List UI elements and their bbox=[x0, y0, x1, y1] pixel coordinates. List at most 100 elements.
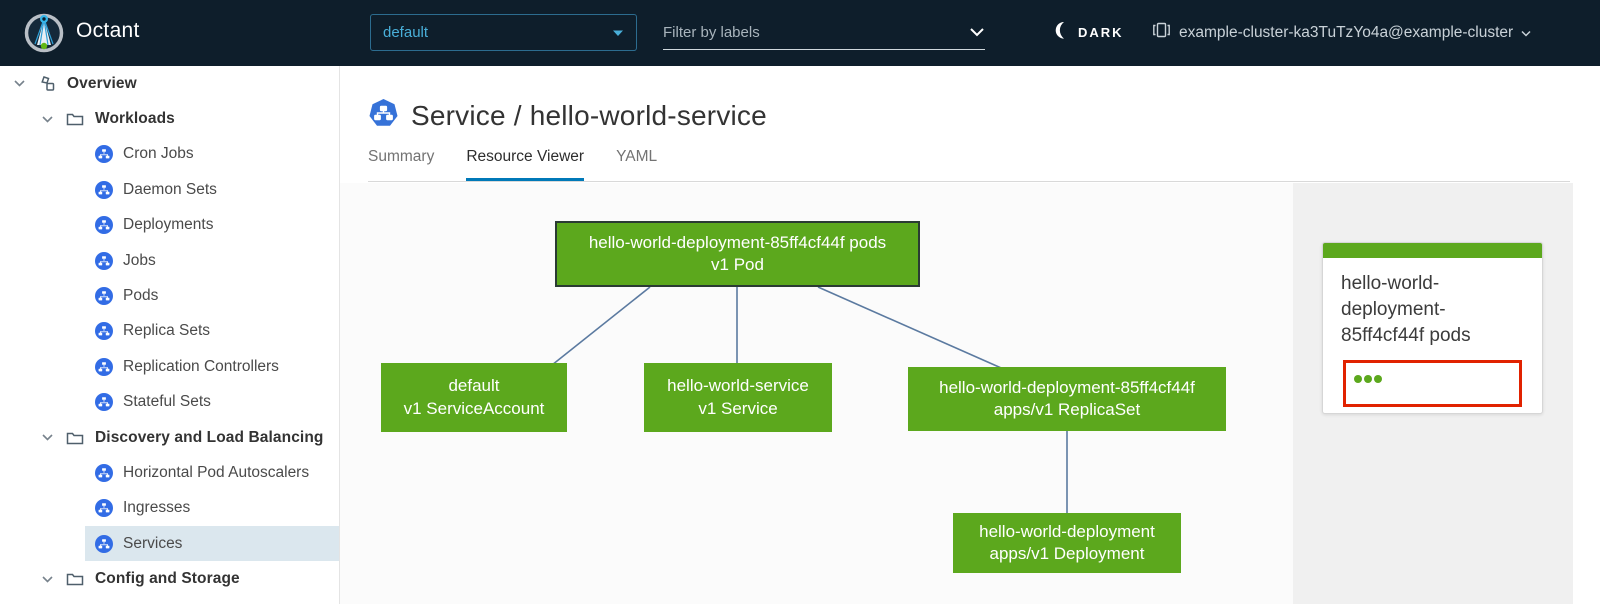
sidebar-item-label: Config and Storage bbox=[95, 570, 240, 588]
sidebar-item-label: Deployments bbox=[123, 216, 214, 234]
app-header: Octant default DARK example-cluster-ka3T… bbox=[0, 0, 1600, 66]
chevron-down-icon[interactable] bbox=[40, 112, 55, 127]
stateful-sets-icon bbox=[95, 393, 113, 412]
graph-node-label: hello-world-deployment-85ff4cf44f pods bbox=[588, 232, 887, 252]
graph-node-replicaset[interactable]: hello-world-deployment-85ff4cf44f apps/v1… bbox=[908, 367, 1226, 431]
jobs-icon bbox=[95, 251, 113, 270]
graph-node-label: apps/v1 Deployment bbox=[989, 544, 1145, 563]
pod-status-box[interactable] bbox=[1343, 359, 1522, 407]
sidebar-item-pods[interactable]: Pods bbox=[0, 278, 339, 313]
sidebar-item-config-and-storage[interactable]: Config and Storage bbox=[0, 561, 339, 596]
overview-icon bbox=[37, 74, 57, 94]
sidebar-item-overview[interactable]: Overview bbox=[0, 66, 339, 101]
tab-summary[interactable]: Summary bbox=[368, 148, 435, 165]
sidebar-item-label: Workloads bbox=[95, 110, 175, 128]
status-ok-bar bbox=[1323, 243, 1542, 258]
theme-toggle[interactable]: DARK bbox=[1052, 20, 1124, 45]
sidebar-item-ingresses[interactable]: Ingresses bbox=[0, 491, 339, 526]
sidebar-item-label: Pods bbox=[123, 287, 159, 305]
resource-viewer-graph: hello-world-deployment-85ff4cf44f pods v1… bbox=[340, 183, 1293, 604]
sidebar-item-label: Horizontal Pod Autoscalers bbox=[123, 463, 310, 481]
pod-ok-dot bbox=[1354, 374, 1362, 383]
folder-icon bbox=[65, 109, 85, 129]
namespace-selected-value: default bbox=[383, 24, 429, 41]
graph-node-label: apps/v1 ReplicaSet bbox=[993, 400, 1141, 419]
tab-bar: Summary Resource Viewer YAML bbox=[368, 148, 657, 181]
cluster-name: example-cluster-ka3TuTzYo4a@example-clus… bbox=[1179, 23, 1514, 41]
namespace-select[interactable]: default bbox=[370, 14, 637, 51]
sidebar-item-discovery-and-load-balancing[interactable]: Discovery and Load Balancing bbox=[0, 420, 339, 455]
label-filter-input[interactable] bbox=[663, 24, 969, 41]
pod-ok-dot bbox=[1374, 374, 1382, 383]
chevron-down-icon[interactable] bbox=[40, 572, 55, 587]
sidebar-item-services[interactable]: Services bbox=[0, 526, 339, 562]
cluster-icon bbox=[1152, 20, 1171, 45]
pod-ok-dot bbox=[1364, 374, 1372, 383]
sidebar-item-label: Discovery and Load Balancing bbox=[95, 428, 324, 446]
sidebar-item-label: Ingresses bbox=[123, 499, 191, 517]
selected-resource-card[interactable]: hello-world-deployment-85ff4cf44f pods bbox=[1322, 242, 1543, 414]
sidebar-item-replica-sets[interactable]: Replica Sets bbox=[0, 314, 339, 349]
sidebar-item-horizontal-pod-autoscalers[interactable]: Horizontal Pod Autoscalers bbox=[0, 455, 339, 490]
cluster-switcher[interactable]: example-cluster-ka3TuTzYo4a@example-clus… bbox=[1152, 20, 1531, 45]
sidebar-item-label: Replica Sets bbox=[123, 322, 211, 340]
graph-node-label: hello-world-deployment-85ff4cf44f bbox=[939, 377, 1195, 397]
label-filter bbox=[663, 16, 985, 50]
tab-yaml[interactable]: YAML bbox=[616, 148, 658, 165]
sidebar-item-daemon-sets[interactable]: Daemon Sets bbox=[0, 172, 339, 207]
services-icon bbox=[95, 534, 113, 553]
graph-node-label: hello-world-service bbox=[667, 376, 809, 396]
edge-pods-serviceaccount bbox=[551, 286, 651, 366]
horizontal-pod-autoscalers-icon bbox=[95, 463, 113, 482]
page-title: Service / hello-world-service bbox=[411, 100, 767, 131]
moon-icon bbox=[1052, 20, 1070, 45]
replication-controllers-icon bbox=[95, 357, 113, 376]
graph-node-label: hello-world-deployment bbox=[979, 521, 1155, 541]
chevron-down-icon bbox=[1521, 24, 1531, 42]
folder-icon bbox=[65, 569, 85, 589]
sidebar-item-label: Services bbox=[123, 534, 183, 552]
ingresses-icon bbox=[95, 499, 113, 518]
graph-node-label: v1 ServiceAccount bbox=[403, 398, 545, 418]
pods-icon bbox=[95, 287, 113, 306]
chevron-down-icon[interactable] bbox=[12, 76, 27, 91]
detail-panel: hello-world-deployment-85ff4cf44f pods bbox=[1293, 183, 1573, 604]
tab-divider bbox=[368, 181, 1570, 182]
graph-node-pods[interactable]: hello-world-deployment-85ff4cf44f pods v1… bbox=[555, 221, 920, 287]
sidebar-item-label: Jobs bbox=[123, 251, 156, 269]
sidebar-item-label: Replication Controllers bbox=[123, 357, 279, 375]
sidebar-item-workloads[interactable]: Workloads bbox=[0, 101, 339, 136]
theme-toggle-label: DARK bbox=[1078, 25, 1124, 40]
graph-node-label: v1 Pod bbox=[711, 255, 764, 274]
sidebar-item-label: Cron Jobs bbox=[123, 145, 194, 163]
dropdown-arrow-icon bbox=[612, 24, 624, 42]
chevron-down-icon[interactable] bbox=[969, 24, 985, 42]
deployments-icon bbox=[95, 216, 113, 235]
sidebar-item-stateful-sets[interactable]: Stateful Sets bbox=[0, 385, 339, 420]
octant-logo-icon bbox=[22, 11, 66, 55]
edge-pods-replicaset bbox=[817, 286, 1009, 372]
cron-jobs-icon bbox=[95, 145, 113, 164]
sidebar-item-jobs[interactable]: Jobs bbox=[0, 243, 339, 278]
tab-resource-viewer[interactable]: Resource Viewer bbox=[466, 148, 585, 181]
replica-sets-icon bbox=[95, 322, 113, 341]
sidebar-item-label: Stateful Sets bbox=[123, 393, 211, 411]
service-icon bbox=[368, 98, 399, 134]
graph-node-deployment[interactable]: hello-world-deployment apps/v1 Deployment bbox=[953, 513, 1181, 573]
sidebar-item-label: Overview bbox=[67, 74, 137, 92]
app-title: Octant bbox=[76, 19, 140, 42]
page-title-row: Service / hello-world-service bbox=[368, 98, 767, 134]
graph-node-label: v1 Service bbox=[698, 398, 778, 418]
folder-icon bbox=[65, 428, 85, 448]
sidebar-item-deployments[interactable]: Deployments bbox=[0, 208, 339, 243]
selected-resource-heading: hello-world-deployment-85ff4cf44f pods bbox=[1341, 273, 1471, 347]
graph-node-label: default bbox=[448, 376, 500, 396]
chevron-down-icon[interactable] bbox=[40, 430, 55, 445]
sidebar-item-replication-controllers[interactable]: Replication Controllers bbox=[0, 349, 339, 384]
sidebar-item-label: Daemon Sets bbox=[123, 180, 217, 198]
sidebar-item-cron-jobs[interactable]: Cron Jobs bbox=[0, 137, 339, 172]
graph-edges bbox=[551, 286, 1068, 513]
